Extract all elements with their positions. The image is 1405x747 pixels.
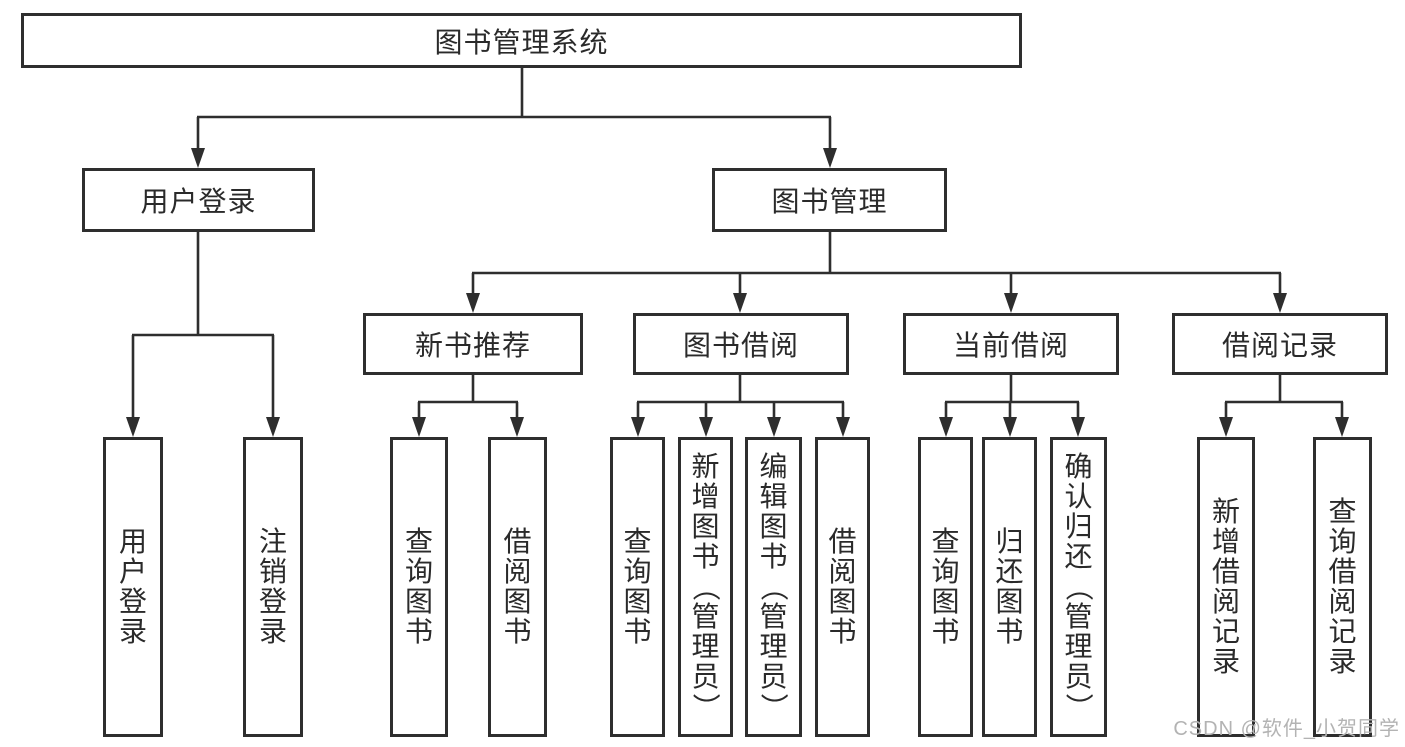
watermark: CSDN @软件_小贺同学: [1173, 718, 1400, 740]
node-new-book-recommend: 新书推荐: [363, 313, 583, 375]
leaf-confirm-return-admin: 确认归还（管理员）: [1050, 437, 1107, 737]
leaf-return-book: 归还图书: [982, 437, 1037, 737]
leaf-borrow-books-recommend: 借阅图书: [488, 437, 547, 737]
leaf-add-borrow-record: 新增借阅记录: [1197, 437, 1255, 737]
node-current-borrow: 当前借阅: [903, 313, 1119, 375]
leaf-logout: 注销登录: [243, 437, 303, 737]
node-user-login: 用户登录: [82, 168, 315, 232]
leaf-query-borrow-record: 查询借阅记录: [1313, 437, 1372, 737]
leaf-query-books-borrow: 查询图书: [610, 437, 665, 737]
leaf-borrow-books-borrow: 借阅图书: [815, 437, 870, 737]
node-borrow-record: 借阅记录: [1172, 313, 1388, 375]
leaf-user-login: 用户登录: [103, 437, 163, 737]
leaf-query-books-recommend: 查询图书: [390, 437, 448, 737]
node-library-management-system: 图书管理系统: [21, 13, 1022, 68]
leaf-edit-book-admin: 编辑图书（管理员）: [745, 437, 802, 737]
leaf-add-book-admin: 新增图书（管理员）: [678, 437, 733, 737]
node-book-management: 图书管理: [712, 168, 947, 232]
node-book-borrow: 图书借阅: [633, 313, 849, 375]
leaf-query-books-current: 查询图书: [918, 437, 973, 737]
